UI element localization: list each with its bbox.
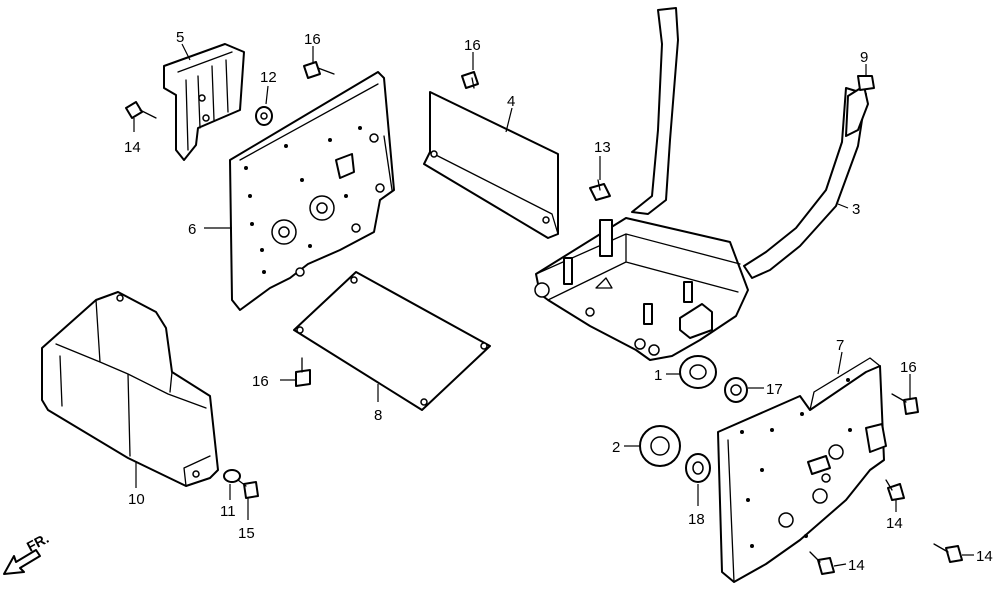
callout-14: 14 — [124, 139, 141, 156]
callout-16: 16 — [304, 31, 321, 48]
callout-8: 8 — [374, 407, 382, 424]
callout-9: 9 — [860, 49, 868, 66]
part-16-bolt-a — [303, 61, 335, 79]
callout-18: 18 — [688, 511, 705, 528]
callout-17: 17 — [766, 381, 783, 398]
callout-10: 10 — [128, 491, 145, 508]
part-5-bracket — [163, 43, 245, 161]
part-14-bolt-b — [885, 479, 905, 501]
callout-2: 2 — [612, 439, 620, 456]
part-16-bolt-b — [461, 71, 479, 89]
callout-labels: 5 16 12 14 6 16 4 13 9 3 1 17 7 16 16 8 … — [124, 29, 993, 574]
part-4-angle-plate — [423, 91, 559, 239]
part-16-bolt-c — [295, 357, 311, 387]
part-9-cap — [857, 75, 875, 91]
leader-lines — [133, 43, 974, 567]
callout-12: 12 — [260, 69, 277, 86]
part-13-nut — [589, 179, 611, 201]
main-housing — [534, 217, 749, 361]
callout-13: 13 — [594, 139, 611, 156]
front-direction-marker: FR. — [3, 530, 51, 575]
part-7-right-plate — [717, 357, 887, 583]
part-11-washer — [223, 469, 241, 483]
callout-11: 11 — [220, 503, 236, 520]
front-arrow-icon — [3, 549, 41, 575]
part-10-cover — [41, 291, 219, 487]
part-14-bolt-c — [809, 551, 835, 575]
callout-14: 14 — [848, 557, 865, 574]
callout-4: 4 — [507, 93, 515, 110]
part-14-bolt-d — [933, 543, 963, 563]
callout-3: 3 — [852, 201, 860, 218]
callout-5: 5 — [176, 29, 184, 46]
part-6-side-plate — [229, 71, 395, 311]
part-14-bolt-a — [125, 101, 157, 119]
part-18-bearing — [685, 453, 711, 483]
callout-14: 14 — [886, 515, 903, 532]
part-12-collar — [255, 106, 273, 126]
callout-16: 16 — [464, 37, 481, 54]
part-17-bearing — [724, 377, 748, 403]
callout-16: 16 — [900, 359, 917, 376]
callout-7: 7 — [836, 337, 844, 354]
part-1-flange — [679, 355, 717, 389]
callout-14: 14 — [976, 548, 993, 565]
front-label: FR. — [24, 530, 51, 555]
part-16-bolt-d — [891, 393, 919, 415]
callout-16: 16 — [252, 373, 269, 390]
part-8-gasket — [293, 271, 491, 411]
callout-1: 1 — [654, 367, 662, 384]
part-2-flange — [639, 425, 681, 467]
callout-6: 6 — [188, 221, 196, 238]
callout-15: 15 — [238, 525, 255, 542]
part-3-tube — [631, 7, 869, 279]
part-15-bolt — [237, 479, 259, 499]
